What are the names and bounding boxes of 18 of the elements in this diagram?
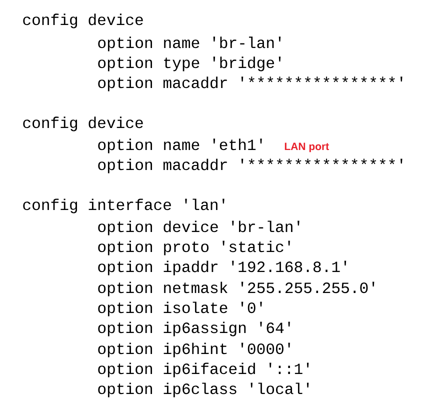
code-line: option name 'br-lan'	[98, 36, 281, 52]
code-line: config device	[23, 14, 143, 28]
code-line: option macaddr '****************'	[98, 76, 402, 92]
annotation-text: LAN port	[284, 142, 329, 152]
code-line: option netmask '255.255.255.0'	[98, 282, 374, 296]
code-line: option ip6hint '0000'	[98, 342, 290, 358]
code-line: option ip6assign '64'	[98, 322, 290, 336]
code-line: config device	[23, 116, 143, 132]
code-line: option device 'br-lan'	[98, 220, 300, 236]
code-line: option macaddr '****************'	[98, 158, 402, 174]
code-line: option name 'eth1'	[98, 138, 262, 154]
code-line: option ip6ifaceid '::1'	[98, 362, 309, 378]
code-line: option type 'bridge'	[98, 56, 281, 72]
code-line: option proto 'static'	[98, 240, 290, 256]
code-line: config interface 'lan'	[23, 198, 224, 214]
code-line: option ip6class 'local'	[98, 382, 309, 398]
code-line: option ipaddr '192.168.8.1'	[98, 260, 346, 276]
code-line: option isolate '0'	[98, 302, 262, 316]
